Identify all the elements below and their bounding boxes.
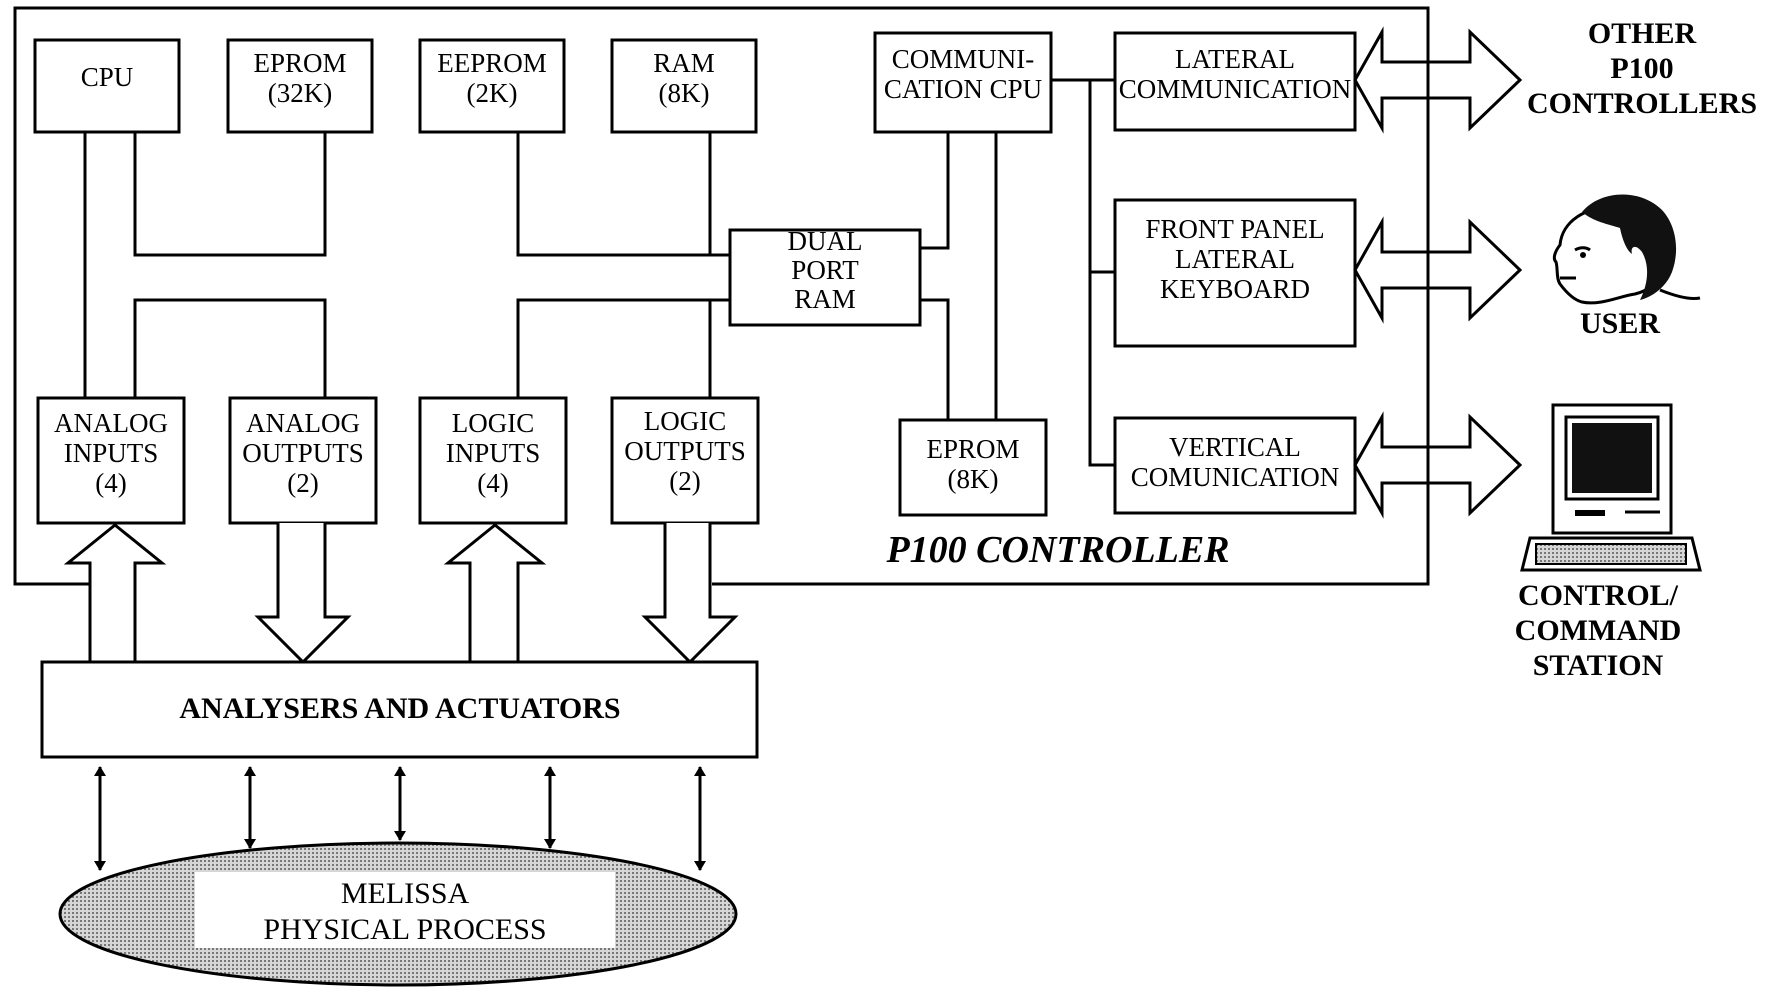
process-label-line: PHYSICAL PROCESS [263, 913, 546, 946]
eprom-32k-label-line: EPROM [253, 48, 346, 78]
eprom-32k-block [226, 38, 374, 134]
process-link-arrows [94, 766, 706, 871]
lateral-communication-block [1113, 31, 1357, 132]
computer-station-icon [1520, 403, 1702, 572]
dual-port-ram-block [728, 228, 922, 327]
analysers-actuators-block [40, 660, 759, 759]
lateral-communication-label-line: COMMUNICATION [1119, 74, 1352, 104]
eeprom-label-line: (2K) [467, 78, 518, 108]
process-label-line: MELISSA [341, 877, 470, 910]
eprom-32k-label-line: (32K) [268, 78, 332, 108]
cpu-label-line: CPU [81, 62, 134, 92]
logic-outputs-label-line: (2) [669, 466, 700, 496]
analog-inputs-arrow [63, 523, 167, 662]
user-head-icon [1552, 194, 1701, 305]
cpu-label: CPU [81, 62, 134, 92]
process-label-panel [195, 872, 615, 948]
user-label: USER [1580, 307, 1660, 340]
front-panel-label-line: FRONT PANEL [1145, 214, 1324, 244]
dual-port-ram-label-line: PORT [791, 255, 859, 285]
station-label-line: STATION [1533, 649, 1664, 682]
io-block-arrows [63, 523, 739, 665]
logic-inputs-arrow [443, 523, 547, 662]
other-controllers-label-line: CONTROLLERS [1527, 87, 1757, 120]
analog-inputs-block [36, 396, 186, 525]
analog-outputs-label-line: (2) [287, 468, 318, 498]
analog-inputs-label-line: (4) [95, 468, 126, 498]
logic-outputs-label-line: LOGIC [644, 406, 727, 436]
external-link-arrows [1353, 8, 1523, 584]
analog-outputs-label-line: OUTPUTS [242, 438, 364, 468]
analog-outputs-block [228, 396, 378, 525]
ram-label-line: (8K) [659, 78, 710, 108]
front-panel-keyboard-block [1113, 198, 1357, 348]
station-arrow [1353, 411, 1523, 519]
logic-outputs-label-line: OUTPUTS [624, 436, 746, 466]
logic-outputs-block [610, 396, 760, 525]
controller-frame [13, 6, 1430, 586]
eprom-8k-label: EPROM(8K) [926, 434, 1019, 494]
communication-cpu-label: COMMUNI-CATION CPU [884, 44, 1042, 104]
user-label-line: USER [1580, 307, 1660, 340]
ram-block [610, 38, 758, 134]
eprom-8k-block [898, 418, 1048, 517]
lateral-communication-label-line: LATERAL [1175, 44, 1295, 74]
cpu-block [33, 38, 181, 134]
eprom-8k-label-line: (8K) [948, 464, 999, 494]
communication-cpu-block [873, 31, 1053, 134]
analog-outputs-label-line: ANALOG [246, 408, 360, 438]
eeprom-label-line: EEPROM [437, 48, 547, 78]
ram-label: RAM(8K) [653, 48, 715, 108]
analog-inputs-label-line: ANALOG [54, 408, 168, 438]
analog-inputs-label-line: INPUTS [64, 438, 159, 468]
dual-port-ram-label-line: DUAL [788, 226, 863, 256]
front-panel-label-line: LATERAL [1175, 244, 1295, 274]
analysers-label-line: ANALYSERS AND ACTUATORS [179, 692, 620, 725]
vertical-communication-label-line: VERTICAL [1169, 432, 1301, 462]
ram-label-line: RAM [653, 48, 715, 78]
user-arrow [1353, 216, 1523, 324]
logic-outputs-arrow [641, 523, 739, 665]
station-label-line: COMMAND [1515, 614, 1682, 647]
internal-buses [83, 78, 1115, 467]
logic-inputs-label-line: (4) [477, 468, 508, 498]
analog-outputs-arrow [254, 523, 352, 665]
vertical-communication-block [1113, 416, 1357, 515]
dual-port-ram-label-line: RAM [794, 284, 856, 314]
communication-cpu-label-line: COMMUNI- [892, 44, 1035, 74]
other-controllers-label-line: P100 [1610, 52, 1673, 85]
controller-title: P100 CONTROLLER [885, 529, 1229, 571]
other-controllers-arrow [1353, 26, 1523, 134]
eeprom-label: EEPROM(2K) [437, 48, 547, 108]
logic-inputs-label-line: INPUTS [446, 438, 541, 468]
eprom-32k-label: EPROM(32K) [253, 48, 346, 108]
vertical-communication-label-line: COMUNICATION [1131, 462, 1340, 492]
communication-cpu-label-line: CATION CPU [884, 74, 1042, 104]
eprom-8k-label-line: EPROM [926, 434, 1019, 464]
station-label-line: CONTROL/ [1518, 579, 1679, 612]
eeprom-block [418, 38, 566, 134]
logic-inputs-block [418, 396, 568, 525]
front-panel-label-line: KEYBOARD [1160, 274, 1310, 304]
analysers-label: ANALYSERS AND ACTUATORS [179, 692, 620, 725]
logic-inputs-label-line: LOGIC [452, 408, 535, 438]
other-controllers-label-line: OTHER [1588, 17, 1697, 50]
